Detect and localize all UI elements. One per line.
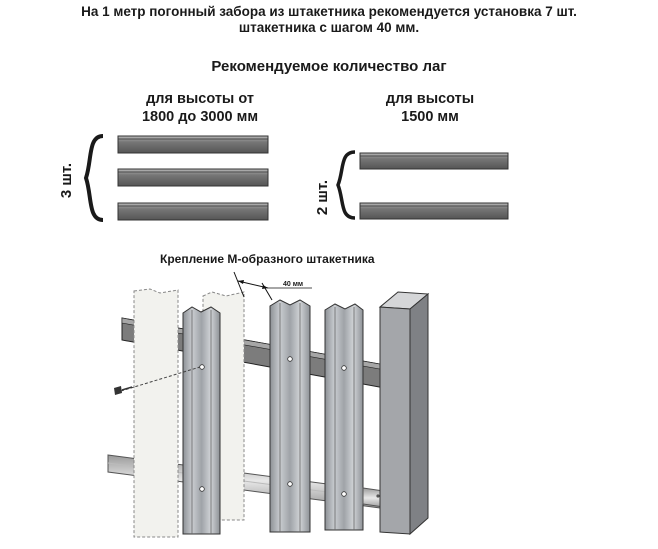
- gap-dimension: [233, 271, 312, 301]
- lags-title: Рекомендуемое количество лаг: [211, 58, 447, 75]
- brace-right: [336, 150, 356, 220]
- rail-right-2: [359, 202, 509, 220]
- intro-line-2: штакетника с шагом 40 мм.: [238, 20, 420, 35]
- rail-right-1: [359, 152, 509, 170]
- intro-text: На 1 метр погонный забора из штакетника …: [0, 4, 658, 36]
- gap-label: 40 мм: [283, 281, 304, 288]
- brace-left: [83, 134, 104, 222]
- height-left-line-1: для высоты от: [146, 91, 254, 107]
- rails-right: [359, 152, 509, 220]
- height-left-label: для высоты от 1800 до 3000 мм: [100, 90, 300, 126]
- height-right-line-2: 1500 мм: [401, 109, 459, 125]
- picket-1: [182, 306, 221, 535]
- rail-left-2: [117, 168, 269, 187]
- height-left-line-2: 1800 до 3000 мм: [141, 109, 259, 125]
- height-right-line-1: для высоты: [385, 91, 475, 107]
- rail-left-3: [117, 202, 269, 221]
- rails-left: [117, 135, 269, 221]
- screw-icon: [114, 366, 201, 395]
- ghost-picket-1: [133, 288, 179, 538]
- height-right-label: для высоты 1500 мм: [330, 90, 530, 126]
- rail-left-1: [117, 135, 269, 154]
- picket-2: [269, 299, 311, 533]
- intro-line-1: На 1 метр погонный забора из штакетника …: [81, 4, 577, 19]
- picket-3: [324, 303, 364, 531]
- fence-post: [378, 291, 430, 536]
- mounting-title: Крепление М-образного штакетника: [160, 252, 375, 266]
